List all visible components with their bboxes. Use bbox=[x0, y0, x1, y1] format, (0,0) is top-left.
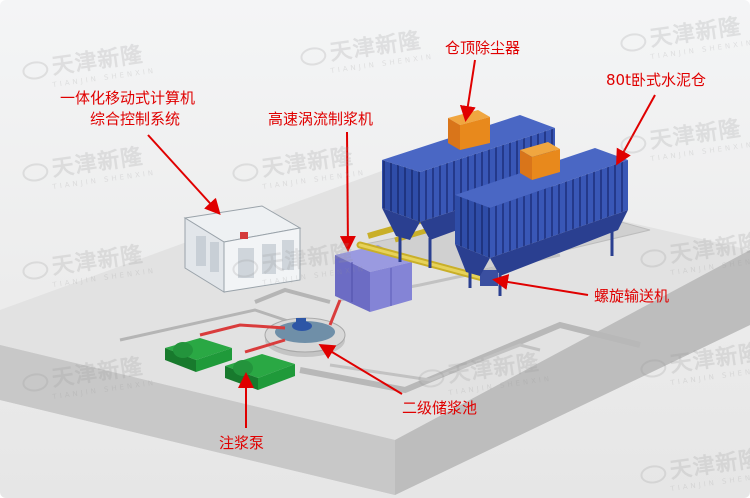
arrow-control-system bbox=[148, 135, 218, 212]
label-dust-collector: 仓顶除尘器 bbox=[445, 38, 520, 58]
label-control-system-line1: 一体化移动式计算机 bbox=[60, 88, 195, 108]
arrow-dust-collector bbox=[466, 60, 475, 118]
label-storage-tank: 二级储浆池 bbox=[402, 398, 477, 418]
concrete-foundation bbox=[0, 168, 750, 495]
dust-collector-rear bbox=[448, 110, 490, 150]
label-grout-pump: 注浆泵 bbox=[219, 433, 264, 453]
storage-tank bbox=[265, 318, 345, 357]
label-cement-silo: 80t卧式水泥仓 bbox=[606, 70, 706, 90]
label-control-system-line2: 综合控制系统 bbox=[90, 109, 180, 129]
label-screw-conveyor: 螺旋输送机 bbox=[594, 286, 669, 306]
label-vortex-mixer: 高速涡流制浆机 bbox=[268, 109, 373, 129]
